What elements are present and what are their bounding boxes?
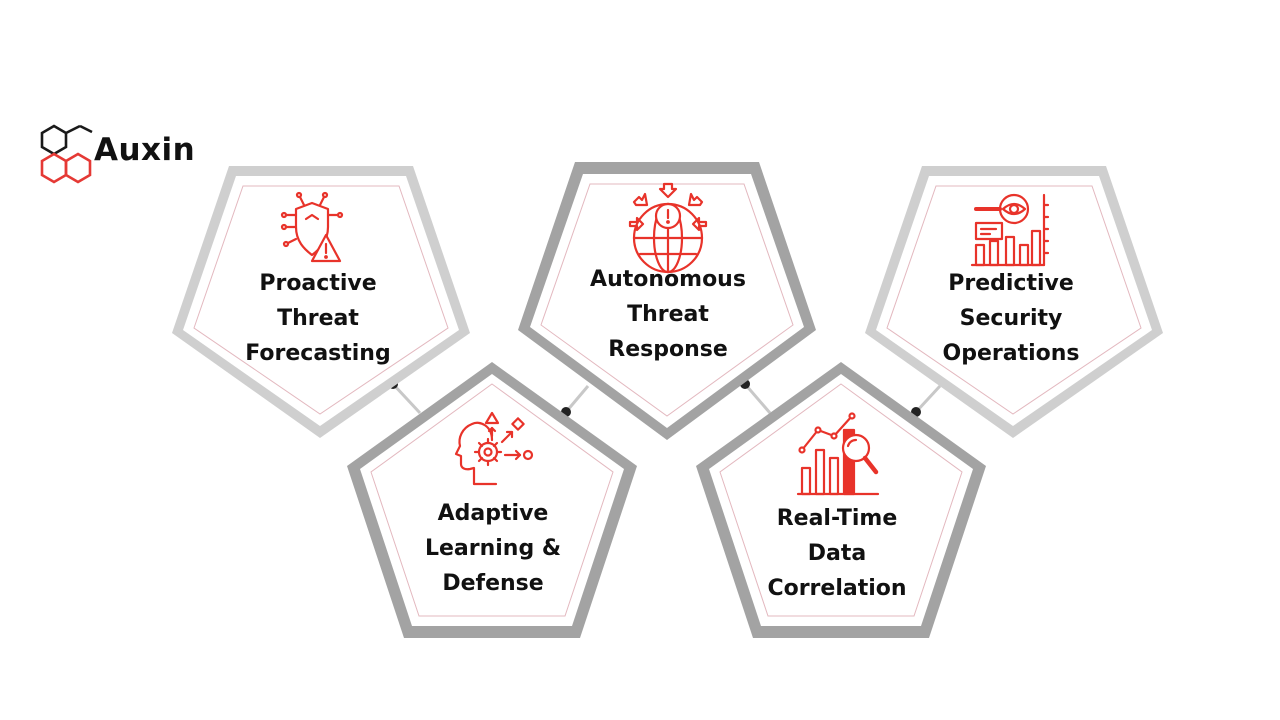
node-proactive-threat-forecasting <box>172 166 470 438</box>
pentagon-face <box>876 176 1152 426</box>
pentagon-face <box>360 374 624 626</box>
node-label-predictive-security-operations: Predictive Security Operations <box>901 266 1121 371</box>
pentagon-inner-line <box>193 185 449 415</box>
pentagon-inner-line <box>370 383 614 617</box>
label-line: Defense <box>442 571 544 596</box>
logo-wordmark: Auxin <box>94 132 196 168</box>
label-line: Threat <box>627 302 709 327</box>
label-line: Autonomous <box>590 267 746 292</box>
label-line: Learning & <box>424 536 562 561</box>
pentagon-face <box>709 374 973 626</box>
node-predictive-security-operations <box>865 166 1163 438</box>
pentagon-inner-line <box>886 185 1142 415</box>
pentagon-inner-line <box>540 183 794 417</box>
connector-line-3 <box>743 383 772 414</box>
eye-dashboard-icon <box>970 193 1050 267</box>
connector-line-2 <box>564 385 590 413</box>
shield-warning-circuit-icon <box>280 191 344 263</box>
label-line: Operations <box>942 341 1080 366</box>
node-label-adaptive-learning-defense: Adaptive Learning & Defense <box>383 496 603 601</box>
auxin-logo-icon <box>40 124 93 184</box>
pentagon-face <box>183 176 459 426</box>
connector-line-1 <box>391 382 422 415</box>
label-line: Proactive <box>259 271 377 296</box>
pentagon-face <box>530 174 804 428</box>
connector-line-4 <box>914 384 942 414</box>
label-line: Data <box>807 541 867 566</box>
label-line: Predictive <box>948 271 1074 296</box>
node-adaptive-learning-defense <box>347 362 637 638</box>
node-label-proactive-threat-forecasting: Proactive Threat Forecasting <box>208 266 428 371</box>
globe-alert-icon <box>628 182 708 274</box>
label-line: Adaptive <box>437 501 549 526</box>
bar-chart-magnifier-icon <box>796 412 880 496</box>
pentagon-inner-line <box>719 383 963 617</box>
head-gear-icon <box>454 411 534 486</box>
label-line: Security <box>959 306 1063 331</box>
node-autonomous-threat-response <box>518 162 816 440</box>
label-line: Real-Time <box>776 506 898 531</box>
node-real-time-data-correlation <box>696 362 986 638</box>
label-line: Correlation <box>767 576 907 601</box>
label-line: Response <box>608 337 728 362</box>
node-label-real-time-data-correlation: Real-Time Data Correlation <box>727 501 947 606</box>
node-label-autonomous-threat-response: Autonomous Threat Response <box>558 262 778 367</box>
label-line: Threat <box>277 306 359 331</box>
label-line: Forecasting <box>245 341 391 366</box>
